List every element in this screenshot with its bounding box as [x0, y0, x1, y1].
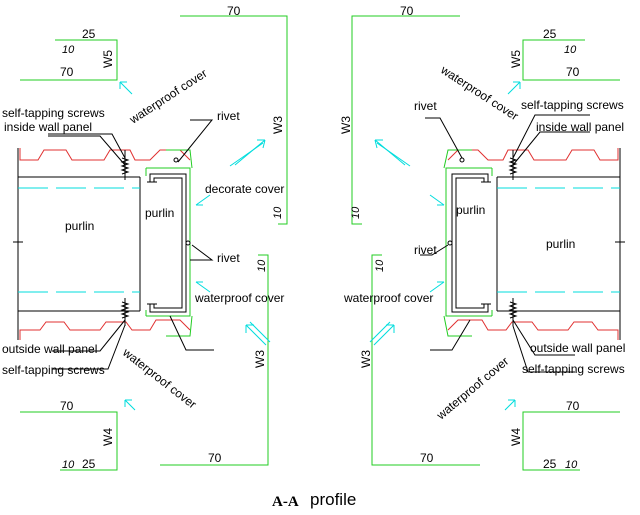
left-inside-wall-panel	[19, 148, 191, 161]
left-flashing-w4	[20, 411, 118, 471]
right-leaders	[420, 114, 590, 373]
right-dim-w3-10: 10	[350, 206, 362, 219]
left-rivet-top: rivet	[217, 109, 240, 123]
left-self-tapping-screws-bottom: self-tapping screws	[2, 363, 105, 377]
right-waterproof-cover-bottom: waterproof cover	[433, 354, 511, 423]
right-dim-w5-70: 70	[566, 65, 580, 79]
right-screw-bottom	[508, 298, 518, 326]
right-purlin-cyan-lines	[497, 187, 620, 293]
right-flashing-w3-top	[351, 15, 460, 225]
right-arrows	[369, 81, 521, 411]
left-purlin	[13, 148, 141, 340]
right-dim-w3b-10: 10	[374, 259, 386, 272]
right-dim-top-70: 70	[400, 4, 414, 18]
left-flashing-w3-top	[180, 15, 288, 225]
right-flashing-w3-bottom	[371, 254, 480, 466]
left-screw-bottom	[120, 298, 130, 326]
right-dim-w4-10: 10	[565, 459, 578, 471]
left-purlin-outer: purlin	[65, 219, 94, 233]
left-rivet-mid: rivet	[217, 251, 240, 265]
left-dim-w4: W4	[101, 428, 115, 446]
left-arrows	[119, 81, 271, 411]
left-inside-wall-panel-label: inside wall panel	[4, 120, 92, 134]
right-dim-w4-70: 70	[566, 399, 580, 413]
left-waterproof-cover-bottom: waterproof cover	[119, 345, 199, 412]
right-inside-wall-panel-label: inside wall panel	[536, 120, 624, 134]
right-purlin	[496, 148, 625, 340]
left-dim-w5: W5	[101, 50, 115, 68]
right-rivet-top: rivet	[414, 99, 437, 113]
right-dim-w3: W3	[339, 116, 353, 134]
left-outside-wall-panel-label: outside wall panel	[2, 342, 97, 356]
left-dim-w5-70: 70	[60, 65, 74, 79]
left-flashing-w3-bottom	[160, 254, 269, 466]
caption-section: A-A	[272, 494, 299, 510]
right-flashing-w4	[522, 411, 620, 471]
left-leaders	[48, 119, 214, 370]
right-inside-wall-panel	[447, 148, 619, 161]
caption: A-A profile	[272, 490, 356, 510]
right-outside-wall-panel-label: outside wall panel	[530, 341, 625, 355]
right-waterproof-cover-top: waterproof cover	[438, 62, 521, 123]
left-waterproof-cover-mid: waterproof cover	[194, 291, 284, 305]
right-dim-w3b: W3	[359, 350, 373, 368]
right-purlin-outer: purlin	[546, 237, 575, 251]
right-dim-w5-25: 25	[543, 27, 557, 41]
right-dim-bottom-70: 70	[420, 451, 434, 465]
caption-word: profile	[310, 490, 356, 509]
right-dim-w4: W4	[509, 428, 523, 446]
right-dim-w5-10: 10	[564, 44, 577, 56]
left-dim-w3: W3	[271, 116, 285, 134]
right-self-tapping-screws-bottom: self-tapping screws	[522, 362, 625, 376]
left-dim-top-70: 70	[227, 4, 241, 18]
right-c-channel	[451, 173, 491, 313]
right-self-tapping-screws-top: self-tapping screws	[521, 98, 624, 112]
right-rivet-top-mark	[459, 157, 465, 163]
left-dim-w3b: W3	[253, 350, 267, 368]
left-waterproof-cover-top: waterproof cover	[126, 66, 209, 127]
left-purlin-cyan-lines	[18, 187, 140, 293]
right-purlin-inner: purlin	[456, 203, 485, 217]
left-self-tapping-screws-top: self-tapping screws	[2, 106, 105, 120]
left-detail: self-tapping screws inside wall panel wa…	[2, 4, 288, 471]
right-dim-w4-25: 25	[543, 457, 557, 471]
right-outside-wall-panel	[447, 319, 619, 340]
left-outside-wall-panel	[19, 319, 191, 340]
right-c-channel-green	[443, 149, 493, 337]
right-dim-w5: W5	[509, 50, 523, 68]
left-dim-w3-10: 10	[272, 206, 284, 219]
left-c-channel	[147, 173, 187, 313]
right-flashing-w5	[522, 39, 620, 81]
left-dim-w5-25: 25	[82, 27, 96, 41]
left-purlin-inner: purlin	[145, 206, 174, 220]
right-rivet-mid: rivet	[414, 243, 437, 257]
left-dim-w4-70: 70	[60, 399, 74, 413]
left-decorate-cover: decorate cover	[205, 182, 284, 196]
left-rivet-mid-mark	[185, 240, 191, 246]
left-dim-bottom-70: 70	[208, 451, 222, 465]
left-flashing-w5	[20, 39, 118, 81]
left-dim-w4-25: 25	[82, 457, 96, 471]
right-waterproof-cover-mid: waterproof cover	[343, 291, 433, 305]
left-dim-w5-10: 10	[62, 44, 75, 56]
right-detail: self-tapping screws inside wall panel wa…	[339, 4, 625, 471]
left-rivet-top-mark	[173, 157, 179, 163]
left-dim-w3b-10: 10	[256, 259, 268, 272]
left-dim-w4-10: 10	[62, 459, 75, 471]
right-rivet-mid-mark	[447, 240, 453, 246]
